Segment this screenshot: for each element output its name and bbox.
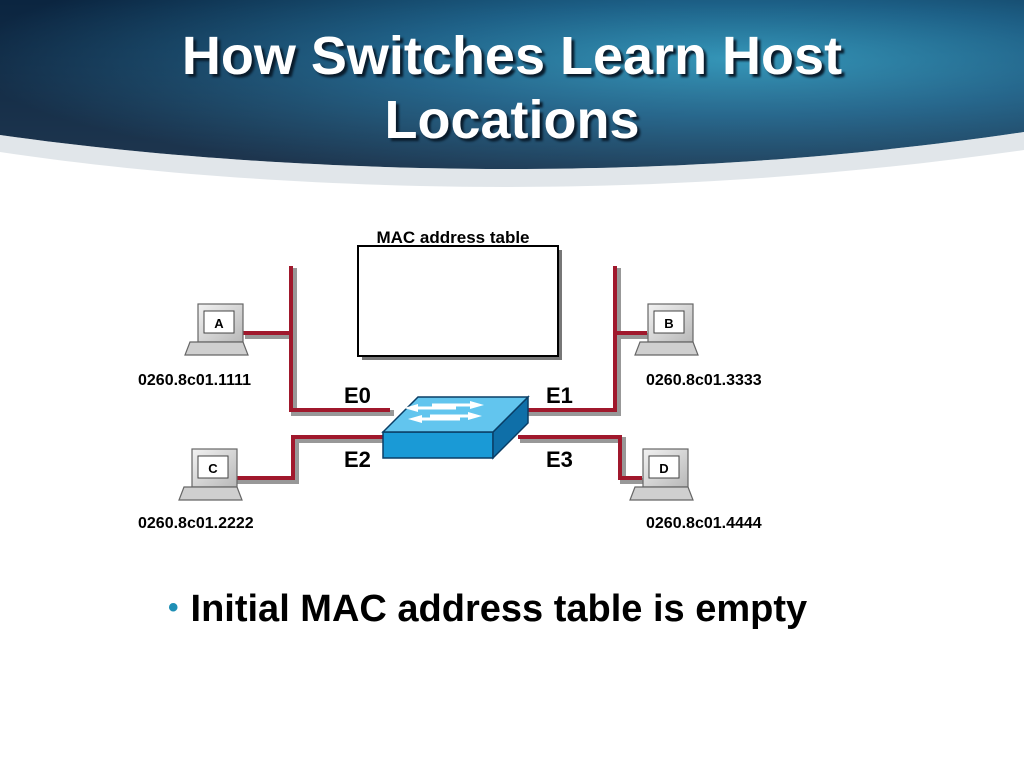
bullet-item: • Initial MAC address table is empty	[168, 588, 807, 631]
bullet-text: Initial MAC address table is empty	[190, 588, 808, 630]
cable-e0	[289, 266, 390, 412]
mac-address-table	[357, 245, 562, 360]
cables	[235, 266, 651, 484]
title-line-1: How Switches Learn Host	[181, 26, 843, 86]
host-a-label: A	[214, 316, 224, 331]
host-a-mac: 0260.8c01.1111	[138, 372, 251, 389]
host-c-mac: 0260.8c01.2222	[138, 515, 254, 532]
host-d-computer-icon	[629, 448, 694, 501]
switch-icon	[381, 395, 530, 460]
cable-e1	[518, 266, 617, 412]
header-banner	[0, 0, 1024, 187]
cable-e3-host-d	[518, 435, 642, 480]
host-b-label: B	[664, 316, 673, 331]
port-label-e2: E2	[344, 447, 371, 472]
host-c-computer-icon	[178, 448, 243, 501]
host-d-label: D	[659, 461, 668, 476]
host-d-mac: 0260.8c01.4444	[646, 515, 762, 532]
port-label-e1: E1	[546, 383, 573, 408]
host-b-mac: 0260.8c01.3333	[646, 372, 762, 389]
host-a-computer-icon	[184, 303, 249, 356]
title-line-2: Locations	[384, 90, 640, 150]
port-label-e0: E0	[344, 383, 371, 408]
cable-e2-host-c	[235, 435, 392, 480]
bullet-marker: •	[168, 591, 179, 624]
mac-table-label: MAC address table	[376, 228, 529, 247]
page-title: How Switches Learn Host Locations	[0, 24, 1024, 152]
host-b-computer-icon	[634, 303, 699, 356]
port-label-e3: E3	[546, 447, 573, 472]
host-c-label: C	[208, 461, 218, 476]
